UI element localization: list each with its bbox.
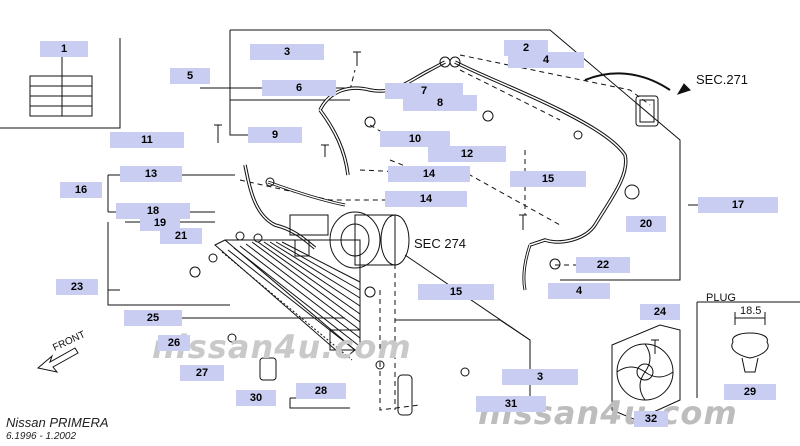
callout-5[interactable]: 5 xyxy=(170,68,210,84)
callout-3-2[interactable]: 3 xyxy=(502,369,578,385)
callout-15[interactable]: 15 xyxy=(510,171,586,187)
callout-26[interactable]: 26 xyxy=(158,335,190,351)
callout-25[interactable]: 25 xyxy=(124,310,182,326)
callout-9[interactable]: 9 xyxy=(248,127,302,143)
callout-15-2[interactable]: 15 xyxy=(418,284,494,300)
callout-17[interactable]: 17 xyxy=(698,197,778,213)
model-name: Nissan PRIMERA xyxy=(6,415,109,430)
callout-13[interactable]: 13 xyxy=(120,166,182,182)
callout-31[interactable]: 31 xyxy=(476,396,546,412)
callout-14-2[interactable]: 14 xyxy=(385,191,467,207)
callout-28[interactable]: 28 xyxy=(296,383,346,399)
callout-4-2[interactable]: 4 xyxy=(548,283,610,299)
callout-3[interactable]: 3 xyxy=(250,44,324,60)
callout-14[interactable]: 14 xyxy=(388,166,470,182)
callout-1[interactable]: 1 xyxy=(40,41,88,57)
plug-title: PLUG xyxy=(706,292,736,304)
callout-24[interactable]: 24 xyxy=(640,304,680,320)
callout-23[interactable]: 23 xyxy=(56,279,98,295)
callout-32[interactable]: 32 xyxy=(634,411,668,427)
callout-30[interactable]: 30 xyxy=(236,390,276,406)
sec274-label: SEC 274 xyxy=(414,236,467,251)
callout-21[interactable]: 21 xyxy=(160,228,202,244)
plug-detail-frame xyxy=(696,301,800,398)
watermark-center: nissan4u.com xyxy=(152,328,412,366)
callout-11[interactable]: 11 xyxy=(110,132,184,148)
label-plate-frame xyxy=(0,38,121,129)
callout-20[interactable]: 20 xyxy=(626,216,666,232)
callout-6[interactable]: 6 xyxy=(262,80,336,96)
callout-8[interactable]: 8 xyxy=(403,95,477,111)
cooling-fan xyxy=(611,324,681,421)
callout-10[interactable]: 10 xyxy=(380,131,450,147)
model-dates: 6.1996 - 1.2002 xyxy=(6,431,77,442)
callout-29[interactable]: 29 xyxy=(724,384,776,400)
callout-16[interactable]: 16 xyxy=(60,182,102,198)
callout-22[interactable]: 22 xyxy=(576,257,630,273)
callout-12[interactable]: 12 xyxy=(428,146,506,162)
sec271-label: SEC.271 xyxy=(696,72,749,87)
callout-4[interactable]: 4 xyxy=(508,52,584,68)
plug-dimension: 18.5 xyxy=(740,305,762,317)
condenser xyxy=(214,239,361,361)
callout-19[interactable]: 19 xyxy=(140,215,180,231)
callout-27[interactable]: 27 xyxy=(180,365,224,381)
